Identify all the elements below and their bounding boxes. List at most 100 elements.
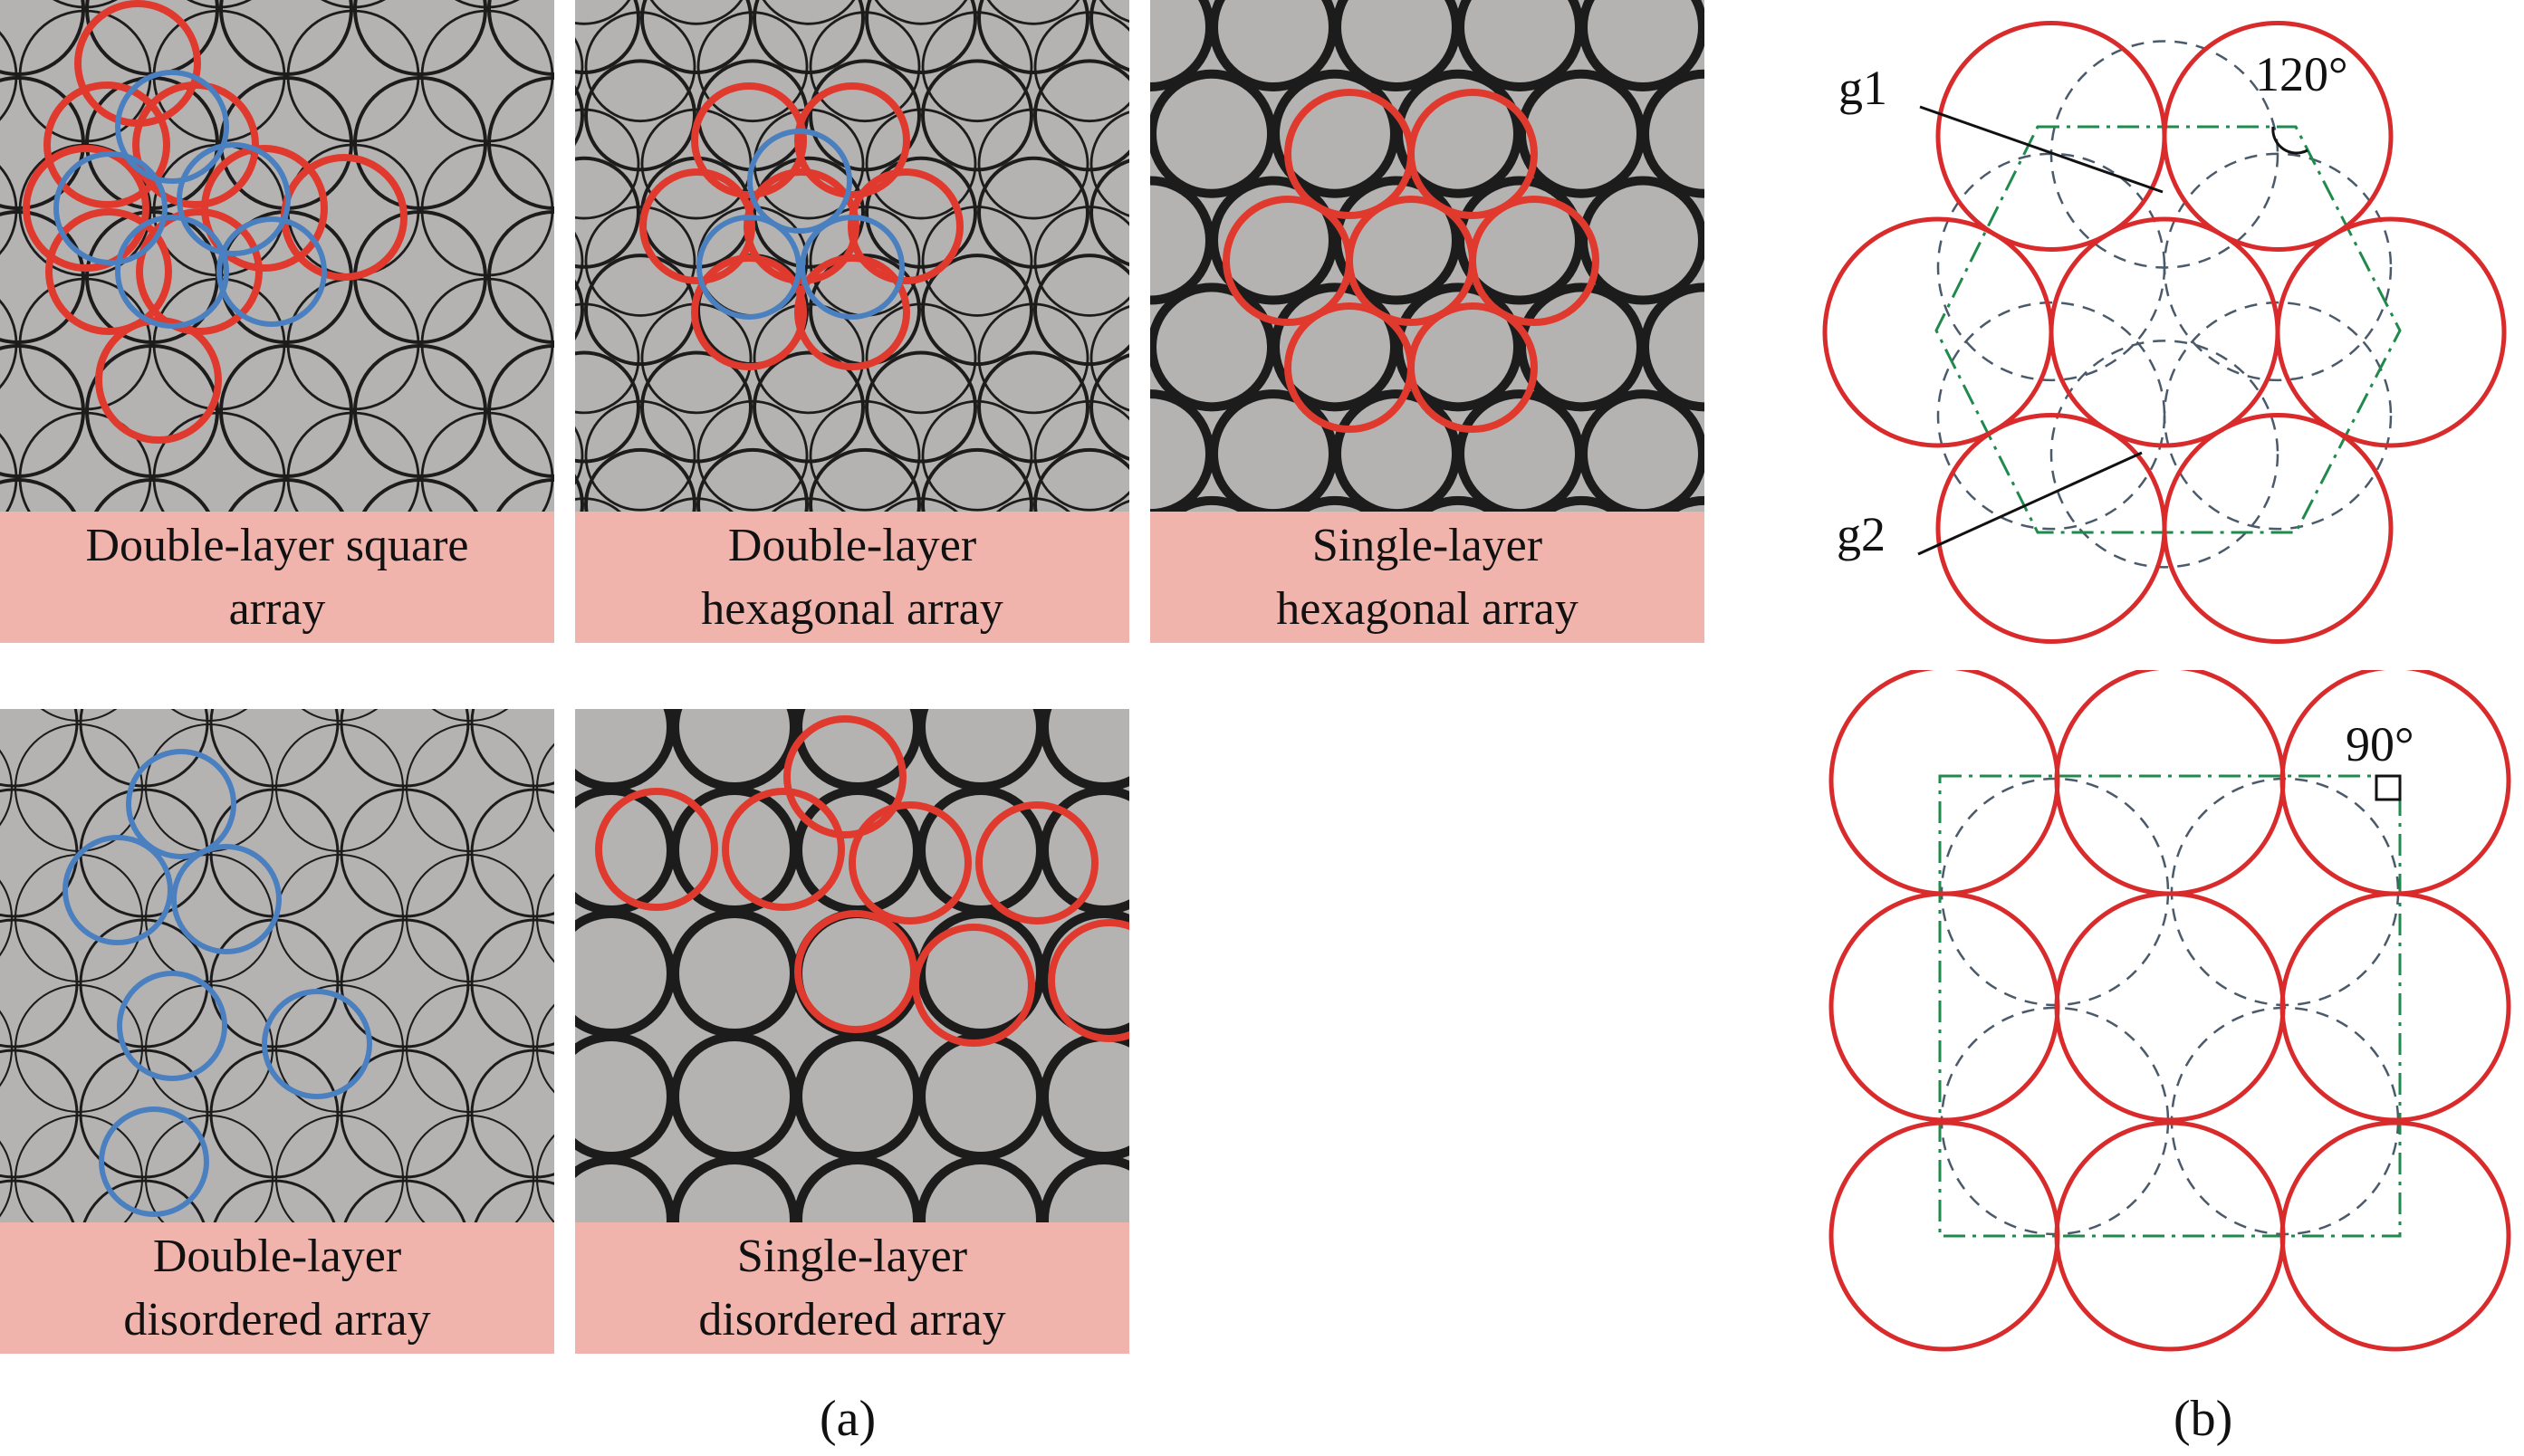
- panel-double-layer-hexagonal: Double-layer hexagonal array: [575, 0, 1129, 643]
- droplet-ring: [1169, 495, 1254, 512]
- photo-single-layer-disordered: [575, 709, 1129, 1222]
- droplet-ring-lower: [405, 1114, 535, 1222]
- droplet-ring-lower: [575, 426, 584, 485]
- droplet-ring: [340, 918, 470, 1049]
- droplet-ring: [977, 0, 1089, 74]
- droplet-ring: [361, 478, 479, 512]
- droplet-ring-lower: [1033, 206, 1129, 317]
- upper-layer-circle: [1828, 891, 2060, 1123]
- angle-arc-marker: [2271, 126, 2308, 155]
- droplet-ring-lower: [0, 1140, 14, 1218]
- panel-double-layer-square: Double-layer square array: [0, 0, 554, 643]
- upper-layer-circle: [2279, 891, 2511, 1123]
- droplet-ring-lower: [274, 723, 405, 853]
- droplet-ring: [696, 447, 809, 512]
- droplet-ring-lower: [420, 411, 554, 512]
- droplet-ring-lower: [0, 299, 18, 389]
- droplet-ring: [1539, 495, 1624, 512]
- photo-single-layer-hexagonal: [1150, 0, 1704, 512]
- caption-line-1: Double-layer square: [85, 519, 469, 571]
- highlighted-droplet-red: [95, 317, 222, 444]
- highlighted-droplet-red: [794, 254, 910, 370]
- droplet-ring-lower: [286, 411, 420, 512]
- subfigure-label-b: (b): [2174, 1391, 2233, 1447]
- droplet-ring: [1579, 0, 1704, 91]
- droplet-ring: [1033, 447, 1129, 512]
- droplet-ring: [0, 0, 85, 76]
- droplet-ring: [82, 1179, 206, 1222]
- droplet-ring: [470, 918, 554, 1049]
- droplet-ring: [1416, 495, 1501, 512]
- droplet-ring: [1292, 495, 1377, 512]
- caption-line-2: disordered array: [123, 1293, 431, 1346]
- leader-line-g2: [1917, 451, 2143, 556]
- droplet-ring-lower: [883, 497, 959, 512]
- droplet-ring: [921, 447, 1033, 512]
- droplet-ring-lower: [575, 497, 622, 512]
- droplet-ring-lower: [0, 165, 18, 255]
- square-packing-diagram: 90°: [1828, 670, 2511, 1352]
- highlighted-droplet-red: [1048, 919, 1129, 1042]
- droplet-ring: [1089, 158, 1129, 267]
- highlighted-droplet-blue: [126, 749, 236, 859]
- upper-layer-circle: [1822, 216, 2054, 448]
- upper-layer-circle: [1828, 670, 2060, 896]
- droplet-ring-lower: [0, 1010, 14, 1087]
- lower-layer-circle: [1936, 301, 2166, 531]
- hexagon-unit-cell: [1934, 125, 2402, 534]
- droplet-ring: [640, 350, 753, 464]
- droplet-ring: [227, 478, 345, 512]
- upper-layer-circle: [1935, 20, 2167, 252]
- upper-layer-circle: [2275, 216, 2507, 448]
- droplet-ring: [1640, 69, 1704, 198]
- droplet-ring-lower: [809, 399, 921, 512]
- droplet-ring: [977, 350, 1089, 464]
- droplet-ring-lower: [986, 0, 1080, 25]
- droplet-ring: [1033, 59, 1129, 172]
- droplet-ring: [487, 344, 554, 478]
- droplet-ring-lower: [977, 108, 1089, 220]
- droplet-ring: [575, 0, 640, 74]
- droplet-ring-lower: [575, 302, 640, 415]
- droplet-ring: [213, 1179, 336, 1222]
- droplet-ring-lower: [187, 0, 252, 9]
- droplet-ring: [93, 478, 211, 512]
- droplet-ring: [575, 350, 640, 464]
- droplet-ring-lower: [321, 0, 386, 9]
- droplet-ring-lower: [575, 0, 631, 25]
- droplet-ring: [340, 1049, 470, 1179]
- caption-double-layer-hexagonal: Double-layer hexagonal array: [575, 512, 1129, 643]
- droplet-ring: [575, 156, 640, 269]
- highlighted-droplet-red: [849, 801, 972, 924]
- caption-line-1: Double-layer: [152, 1230, 402, 1282]
- droplet-ring: [865, 350, 977, 464]
- highlighted-droplet-blue: [62, 835, 173, 945]
- droplet-ring: [584, 447, 696, 512]
- droplet-ring-lower: [584, 206, 696, 317]
- caption-line-2: hexagonal array: [1276, 582, 1579, 635]
- droplet-ring: [470, 788, 554, 918]
- caption-double-layer-square: Double-layer square array: [0, 512, 554, 643]
- highlighted-droplet-blue: [747, 129, 852, 234]
- highlighted-droplet-red: [848, 168, 964, 284]
- droplet-ring: [865, 0, 977, 74]
- droplet-ring: [753, 0, 865, 74]
- highlighted-droplet-blue: [115, 70, 229, 184]
- droplet-ring: [977, 156, 1089, 269]
- droplet-ring-lower: [0, 433, 18, 512]
- droplet-ring-lower: [753, 302, 865, 415]
- panel-single-layer-hexagonal: Single-layer hexagonal array: [1150, 0, 1704, 643]
- lower-layer-circle: [1940, 1006, 2170, 1236]
- droplet-ring: [921, 254, 1033, 367]
- droplet-ring: [809, 447, 921, 512]
- droplet-ring: [0, 709, 79, 788]
- caption-double-layer-disordered: Double-layer disordered array: [0, 1222, 554, 1354]
- droplet-ring-lower: [874, 0, 968, 25]
- droplet-ring-lower: [301, 709, 379, 723]
- caption-line-1: Double-layer: [727, 519, 977, 571]
- droplet-ring: [343, 1179, 466, 1222]
- droplet-ring: [0, 1179, 75, 1222]
- droplet-ring-lower: [144, 853, 274, 983]
- right-angle-marker: [2375, 774, 2402, 801]
- droplet-ring: [640, 0, 753, 74]
